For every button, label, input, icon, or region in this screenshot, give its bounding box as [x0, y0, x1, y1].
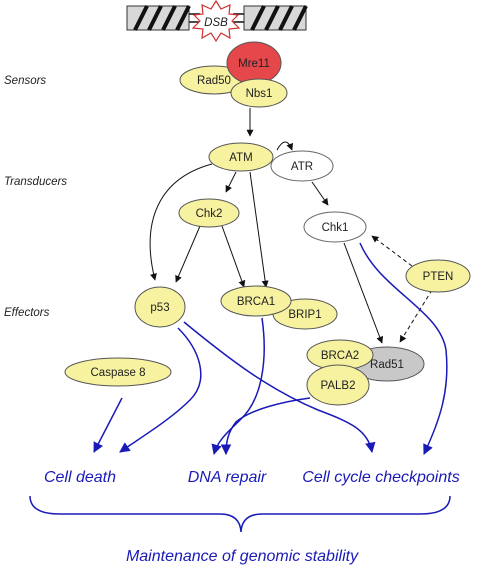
- node-pten: PTEN: [405, 259, 471, 293]
- arrow-atm-to-chk2: [225, 171, 237, 193]
- node-atm-label: ATM: [229, 152, 252, 164]
- outcome-dna-repair: DNA repair: [188, 469, 267, 486]
- node-chk1: Chk1: [303, 211, 367, 243]
- blue-arrows: [93, 242, 448, 456]
- node-chk2: Chk2: [178, 198, 240, 228]
- dna-helix-left: [126, 5, 200, 31]
- arrow-chk1-to-checkpoints: [359, 242, 448, 455]
- black-arrows: [149, 108, 433, 344]
- arrow-pten-to-chk1: [371, 235, 413, 267]
- arrow-chk2-to-p53: [175, 225, 201, 283]
- node-pten-label: PTEN: [423, 271, 454, 283]
- node-rad51-label: Rad51: [370, 359, 404, 371]
- node-rad50-label: Rad50: [197, 75, 231, 87]
- stage-label-transducers: Transducers: [4, 176, 67, 188]
- arrow-atr-to-chk1: [311, 181, 329, 206]
- dsb-starburst: [191, 0, 241, 43]
- arrow-pten-to-rad51: [399, 289, 433, 343]
- node-brca1: BRCA1: [220, 285, 292, 317]
- arrow-caspase8-to-cell-death: [93, 397, 123, 453]
- node-atr: ATR: [270, 150, 334, 182]
- summary-label: Maintenance of genomic stability: [126, 548, 359, 565]
- node-chk1-label: Chk1: [322, 222, 349, 234]
- node-mre11: Mre11: [226, 41, 282, 85]
- arrow-chk1-to-rad51: [343, 242, 384, 344]
- node-nbs1-label: Nbs1: [246, 88, 273, 100]
- grouping-brace: [29, 495, 451, 533]
- arrow-palb2-to-dna-repair: [220, 397, 311, 456]
- dna-helix-right: [233, 5, 308, 31]
- node-p53-label: p53: [150, 302, 169, 314]
- arrow-p53-to-cell-death: [119, 327, 202, 453]
- outcome-cell-cycle-checkpoints: Cell cycle checkpoints: [302, 469, 459, 486]
- stage-label-sensors: Sensors: [4, 75, 46, 87]
- arrow-chk2-to-brca1: [221, 225, 246, 288]
- node-brca2-label: BRCA2: [321, 350, 359, 362]
- dsb-label: DSB: [204, 17, 228, 29]
- node-atr-label: ATR: [291, 161, 313, 173]
- node-palb2-label: PALB2: [321, 380, 356, 392]
- node-brca2: BRCA2: [306, 339, 374, 371]
- node-caspase8: Caspase 8: [64, 357, 172, 387]
- arrow-p53-to-checkpoints: [183, 321, 376, 454]
- node-chk2-label: Chk2: [196, 208, 223, 220]
- arrow-atm-to-atr: [276, 141, 294, 151]
- arrow-brca1-to-dna-repair: [211, 317, 265, 456]
- node-atm: ATM: [208, 142, 274, 172]
- node-mre11-label: Mre11: [238, 58, 270, 70]
- outcome-cell-death: Cell death: [44, 469, 116, 486]
- arrow-atm-to-brca1: [249, 171, 269, 288]
- stage-label-effectors: Effectors: [4, 307, 50, 319]
- node-brca1-label: BRCA1: [237, 296, 275, 308]
- node-brip1-label: BRIP1: [288, 309, 321, 321]
- node-p53: p53: [134, 286, 186, 328]
- arrow-atm-to-p53: [149, 163, 213, 281]
- node-nbs1: Nbs1: [230, 78, 288, 108]
- node-palb2: PALB2: [306, 364, 370, 406]
- dna-break-graphic: DSB: [126, 0, 308, 43]
- node-caspase8-label: Caspase 8: [91, 367, 146, 379]
